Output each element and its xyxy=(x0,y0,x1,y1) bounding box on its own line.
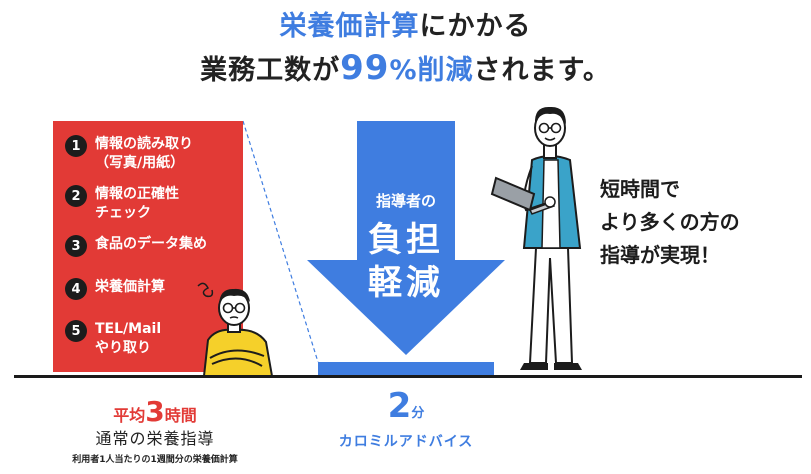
headline-line2: 業務工数が99%削減されます。 xyxy=(0,48,811,88)
reduction-arrow-body xyxy=(357,121,455,261)
headline-reduction: 削減 xyxy=(417,55,474,86)
baseline-divider xyxy=(14,375,802,378)
task-number-badge: 4 xyxy=(65,278,87,300)
headline-highlight: 栄養価計算 xyxy=(279,11,420,42)
task-number-badge: 1 xyxy=(65,135,87,157)
worried-person-illustration xyxy=(197,282,274,376)
calomeal-time-label: 2分 xyxy=(318,386,494,426)
calomeal-unit: 分 xyxy=(411,406,425,421)
headline-percentage-number: 99 xyxy=(340,48,390,88)
task-number-badge: 3 xyxy=(65,235,87,257)
average-time-label: 平均3時間 xyxy=(70,395,240,428)
arrow-caption-large-2: 軽減 xyxy=(368,263,444,303)
headline-line2-suffix: されます。 xyxy=(473,55,611,86)
arrow-caption-large-1: 負担 xyxy=(368,220,444,260)
headline-line2-prefix: 業務工数が xyxy=(200,55,341,86)
headline-percent-sign: % xyxy=(389,55,418,86)
task-number-badge: 2 xyxy=(65,185,87,207)
headline-line1-rest: にかかる xyxy=(419,11,532,42)
normal-guidance-title: 通常の栄養指導 xyxy=(95,429,215,448)
calomeal-advice-title: カロミルアドバイス xyxy=(338,434,474,450)
benefit-line-3: 指導が実現！ xyxy=(600,243,720,267)
task-label: 情報の読み取り xyxy=(95,136,193,152)
calomeal-number: 2 xyxy=(387,386,412,426)
task-label-sub: （写真/用紙） xyxy=(95,155,185,171)
task-item-1: 1 情報の読み取り （写真/用紙） xyxy=(65,135,193,173)
benefit-line-2: より多くの方の xyxy=(600,210,740,234)
headline-line1: 栄養価計算にかかる xyxy=(0,4,811,43)
task-label: 情報の正確性 xyxy=(95,186,179,202)
task-label: TEL/Mail xyxy=(95,321,162,337)
reduction-arrow-head xyxy=(307,260,505,355)
task-panel: 1 情報の読み取り （写真/用紙） 2 情報の正確性チェック 3 食品のデータ集め… xyxy=(53,121,243,372)
average-number: 3 xyxy=(145,395,165,428)
task-item-2: 2 情報の正確性チェック xyxy=(65,185,179,223)
man-with-laptop-illustration xyxy=(490,106,582,370)
calculation-note: 利用者1人当たりの1週間分の栄養価計算 xyxy=(72,455,238,465)
average-prefix: 平均 xyxy=(113,406,146,425)
arrow-caption: 指導者の xyxy=(375,192,436,210)
task-label-sub: チェック xyxy=(95,205,151,221)
task-number-badge: 5 xyxy=(65,320,87,342)
benefit-line-1: 短時間で xyxy=(600,177,680,201)
benefit-text: 短時間で より多くの方の 指導が実現！ xyxy=(600,173,800,272)
average-unit: 時間 xyxy=(164,406,197,425)
task-item-3: 3 食品のデータ集め xyxy=(65,235,207,257)
time-bar xyxy=(318,362,494,375)
task-item-5: 5 TEL/Mail やり取り xyxy=(65,320,161,358)
task-item-4: 4 栄養価計算 xyxy=(65,278,165,300)
task-label: 栄養価計算 xyxy=(95,279,165,295)
task-label: 食品のデータ集め xyxy=(95,236,207,252)
task-label-sub: やり取り xyxy=(95,340,151,356)
